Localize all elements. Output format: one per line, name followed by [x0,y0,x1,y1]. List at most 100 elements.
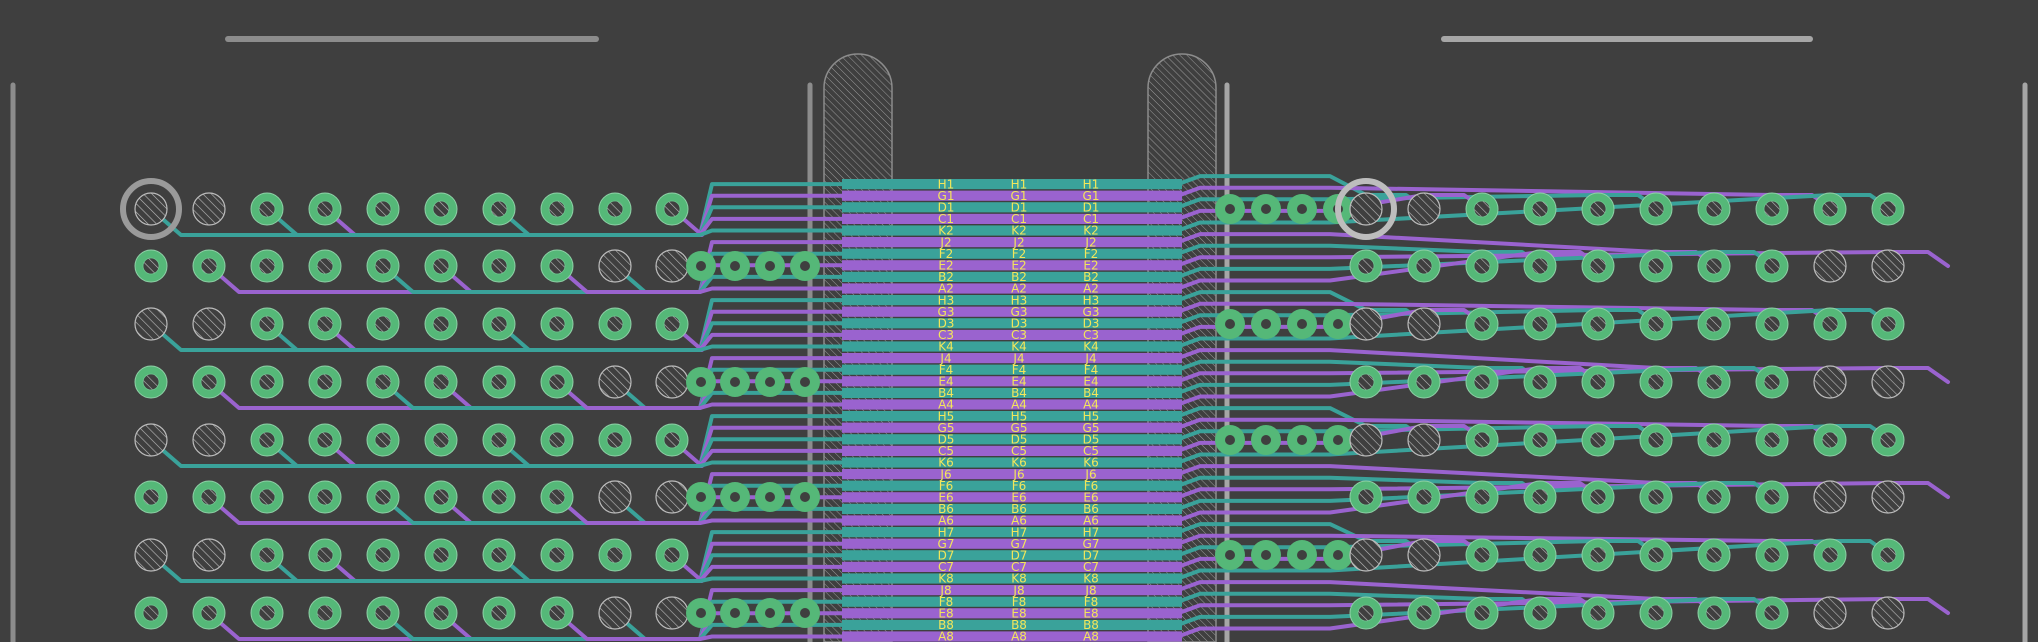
hatched-pad-icon[interactable] [1871,596,1905,630]
net-label: C1 [938,212,954,226]
hatched-pad-icon[interactable] [1407,307,1441,341]
net-label: E4 [938,375,953,389]
net-label: D5 [938,433,955,447]
net-label: E8 [938,607,953,621]
via-drill [696,608,706,618]
net-label: K4 [1083,340,1099,354]
connector-band [842,387,1182,398]
net-label: K2 [1011,224,1027,238]
net-label: H5 [1083,409,1100,423]
pad-hatch [606,546,624,564]
via-drill [1225,319,1235,329]
via-drill [1333,435,1343,445]
pad-hatch [374,200,392,218]
hatched-pad-icon[interactable] [1407,538,1441,572]
hatched-pad-icon[interactable] [192,423,226,457]
connector-band [842,364,1182,375]
hatched-pad-icon[interactable] [1407,192,1441,226]
hatched-pad-icon[interactable] [192,192,226,226]
net-label: C5 [1011,444,1027,458]
net-label: J6 [939,467,951,481]
net-label: D3 [1011,317,1028,331]
via-drill [1261,435,1271,445]
hatched-pad-icon[interactable] [134,307,168,341]
hatched-pad-icon[interactable] [1813,596,1847,630]
hatched-pad-icon[interactable] [655,480,689,514]
net-label: D7 [1083,549,1100,563]
hatched-pad-icon[interactable] [1871,365,1905,399]
trace [555,380,848,410]
net-label: A6 [938,514,954,528]
pad-hatch [1879,315,1897,333]
pad-hatch [200,257,218,275]
hatched-pad-icon[interactable] [1813,249,1847,283]
hatched-pad-icon[interactable] [134,423,168,457]
pad-hatch [1473,604,1491,622]
connector-band [842,295,1182,306]
hatched-pad-icon[interactable] [598,480,632,514]
pad-hatch [1589,604,1607,622]
pad-hatch [432,488,450,506]
pad-hatch [663,315,681,333]
pad-hatch [142,373,160,391]
pad-hatch [548,373,566,391]
mounting-hole-icon[interactable] [120,178,182,240]
net-label: J2 [1084,235,1096,249]
net-label: D5 [1011,433,1028,447]
hatched-pad-icon[interactable] [1813,365,1847,399]
net-label: G7 [938,537,955,551]
pad-hatch [1763,604,1781,622]
mounting-hole-icon[interactable] [1335,178,1397,240]
pad-hatch [1705,488,1723,506]
net-label: C3 [938,328,954,342]
hatched-pad-icon[interactable] [598,249,632,283]
net-label: J8 [1084,583,1096,597]
pad-hatch [1763,546,1781,564]
hatched-pad-icon[interactable] [192,307,226,341]
hatched-pad-icon[interactable] [1407,423,1441,457]
net-label: D1 [1011,201,1028,215]
pad-hatch [374,373,392,391]
net-label: F2 [939,247,954,261]
hatched-pad-icon[interactable] [655,365,689,399]
net-label: K4 [938,340,954,354]
hatched-pad-icon[interactable] [1871,480,1905,514]
pad-hatch [1647,604,1665,622]
net-label: D7 [1011,549,1028,563]
net-label: C3 [1011,328,1027,342]
connector-band [842,480,1182,491]
hatched-pad-icon[interactable] [192,538,226,572]
trace [555,495,848,525]
hatched-pad-icon[interactable] [1349,307,1383,341]
net-label: D1 [938,201,955,215]
net-label: A4 [1011,398,1027,412]
hatched-pad-icon[interactable] [1349,423,1383,457]
hatched-pad-icon[interactable] [1349,538,1383,572]
pad-hatch [258,257,276,275]
pad-hatch [142,604,160,622]
hatched-pad-icon[interactable] [598,596,632,630]
net-label: K4 [1011,340,1027,354]
trace [555,264,848,294]
pad-hatch [316,431,334,449]
hatched-pad-icon[interactable] [598,365,632,399]
hatched-pad-icon[interactable] [1871,249,1905,283]
pad-hatch [548,315,566,333]
net-label: C7 [1083,560,1099,574]
pad-hatch [1647,315,1665,333]
via-drill [1297,435,1307,445]
net-label: J6 [1084,467,1096,481]
pad-hatch [1705,257,1723,275]
via-drill [1297,550,1307,560]
hatched-pad-icon[interactable] [1813,480,1847,514]
hatched-pad-icon[interactable] [655,596,689,630]
trace [555,611,848,641]
trace [1176,481,1776,511]
via-drill [696,261,706,271]
net-label: A4 [1083,398,1099,412]
hatched-pad-icon[interactable] [655,249,689,283]
net-label: B8 [938,618,954,632]
hatched-pad-icon[interactable] [134,538,168,572]
net-label: B4 [1011,386,1027,400]
